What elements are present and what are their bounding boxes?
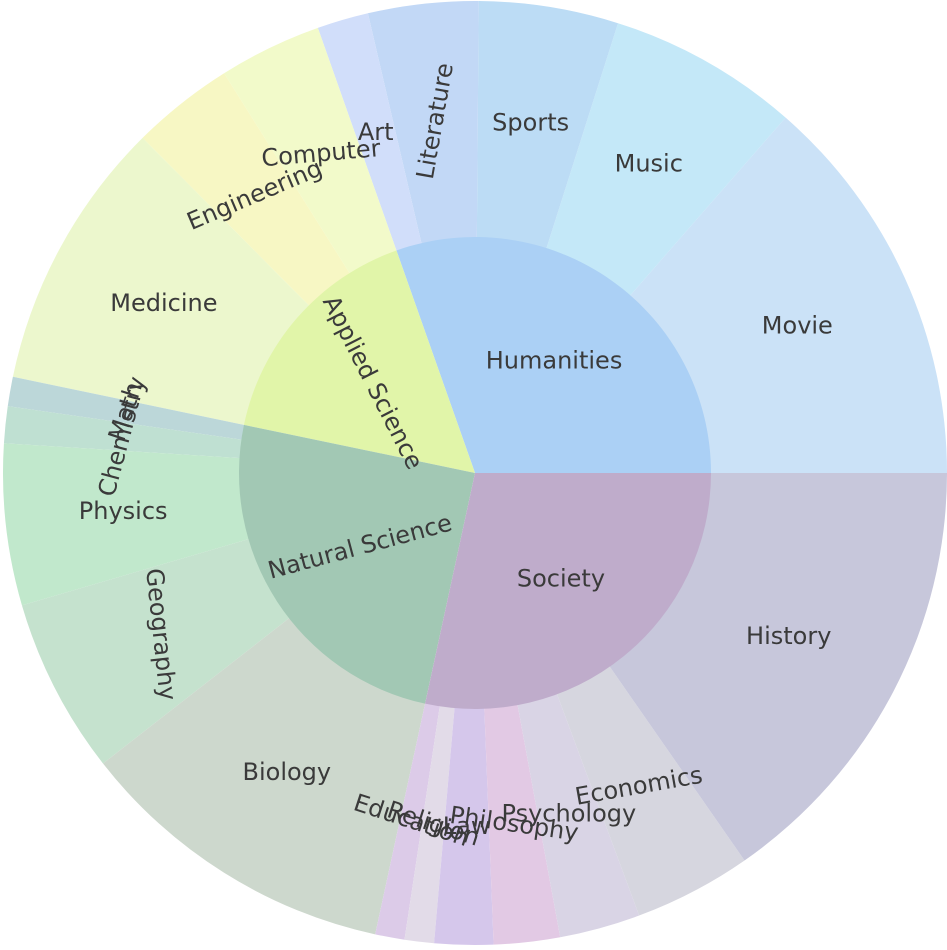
- outer-label-biology: Biology: [243, 758, 332, 786]
- outer-slice-medicine[interactable]: [12, 137, 310, 426]
- outer-slice-law[interactable]: [434, 707, 494, 945]
- outer-slice-literature[interactable]: [367, 0, 479, 245]
- inner-slice-applied-science[interactable]: [243, 250, 475, 473]
- outer-slice-biology[interactable]: [103, 617, 426, 935]
- outer-slice-history[interactable]: [609, 473, 947, 861]
- outer-slice-geography[interactable]: [21, 538, 290, 764]
- outer-label-art: Art: [358, 118, 394, 146]
- outer-slice-economics[interactable]: [556, 665, 745, 916]
- outer-label-music: Music: [615, 150, 683, 178]
- outer-slice-chemistry[interactable]: [3, 406, 243, 459]
- outer-slice-music[interactable]: [546, 23, 786, 297]
- outer-slice-physics[interactable]: [2, 443, 250, 606]
- outer-slice-engineering[interactable]: [142, 73, 351, 307]
- outer-label-medicine: Medicine: [110, 289, 217, 317]
- outer-label-history: History: [746, 622, 831, 650]
- inner-slice-humanities[interactable]: [396, 237, 711, 473]
- outer-slice-sports[interactable]: [476, 1, 619, 250]
- inner-label-humanities: Humanities: [486, 346, 623, 374]
- outer-label-law: Law: [443, 812, 491, 840]
- inner-slice-natural-science[interactable]: [239, 424, 475, 704]
- outer-slice-movie[interactable]: [629, 117, 947, 474]
- outer-label-psychology: Psychology: [502, 799, 637, 827]
- outer-slice-philosophy[interactable]: [484, 704, 561, 945]
- inner-slice-society[interactable]: [425, 473, 711, 710]
- outer-slice-education[interactable]: [375, 702, 440, 940]
- outer-label-movie: Movie: [762, 312, 833, 340]
- inner-label-society: Society: [517, 565, 605, 593]
- outer-label-sports: Sports: [492, 108, 569, 136]
- outer-slice-math[interactable]: [7, 376, 245, 440]
- outer-slice-religion[interactable]: [404, 705, 455, 944]
- inner-ring: [239, 237, 711, 710]
- outer-label-physics: Physics: [79, 497, 168, 525]
- outer-slice-art[interactable]: [317, 13, 422, 252]
- outer-slice-computer[interactable]: [224, 27, 397, 274]
- outer-slice-psychology[interactable]: [517, 693, 640, 938]
